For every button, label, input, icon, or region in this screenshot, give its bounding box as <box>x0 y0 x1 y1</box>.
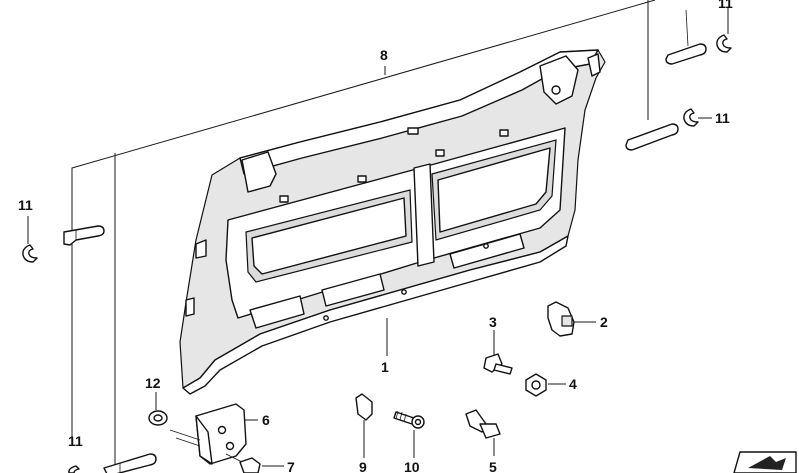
callout-2: 2 <box>600 314 608 330</box>
pin-bottom-left <box>103 453 157 473</box>
callout-7: 7 <box>287 459 295 473</box>
leader-lines <box>27 8 729 467</box>
callout-3: 3 <box>489 314 497 330</box>
e-clip-middle-right <box>683 108 699 127</box>
e-clip-left <box>22 244 38 263</box>
nut-part <box>525 373 547 397</box>
diagram-logo-icon <box>733 451 797 473</box>
callout-11-bottom-left: 11 <box>68 433 83 449</box>
tailgate-inner-panel <box>179 49 606 395</box>
callout-11-top-right: 11 <box>718 0 733 11</box>
callout-9: 9 <box>359 459 367 473</box>
callout-10: 10 <box>404 459 420 473</box>
pin-middle-right <box>625 123 679 151</box>
e-clip-bottom-left <box>68 465 80 473</box>
callout-12: 12 <box>145 375 161 391</box>
pin-left <box>63 225 105 246</box>
bolt-part <box>225 453 261 473</box>
callout-11-middle-right: 11 <box>715 110 730 126</box>
callout-6: 6 <box>262 412 270 428</box>
screw-part <box>483 353 513 375</box>
spring-clip-part <box>355 393 373 421</box>
callout-1: 1 <box>381 359 389 375</box>
pin-top-right <box>665 9 707 65</box>
self-tapping-screw-part <box>393 410 425 429</box>
e-clip-top-right <box>716 34 732 53</box>
callout-4: 4 <box>569 376 577 392</box>
callout-8: 8 <box>380 47 388 63</box>
callout-11-left: 11 <box>18 197 33 213</box>
callout-5: 5 <box>489 459 497 473</box>
clip-nut-part <box>547 301 575 337</box>
callout-labels: 1 2 3 4 5 6 7 8 9 10 11 11 11 11 12 <box>18 0 733 473</box>
mounting-bracket-part <box>169 403 247 465</box>
washer-part <box>148 410 168 426</box>
rivet-part <box>465 409 501 439</box>
